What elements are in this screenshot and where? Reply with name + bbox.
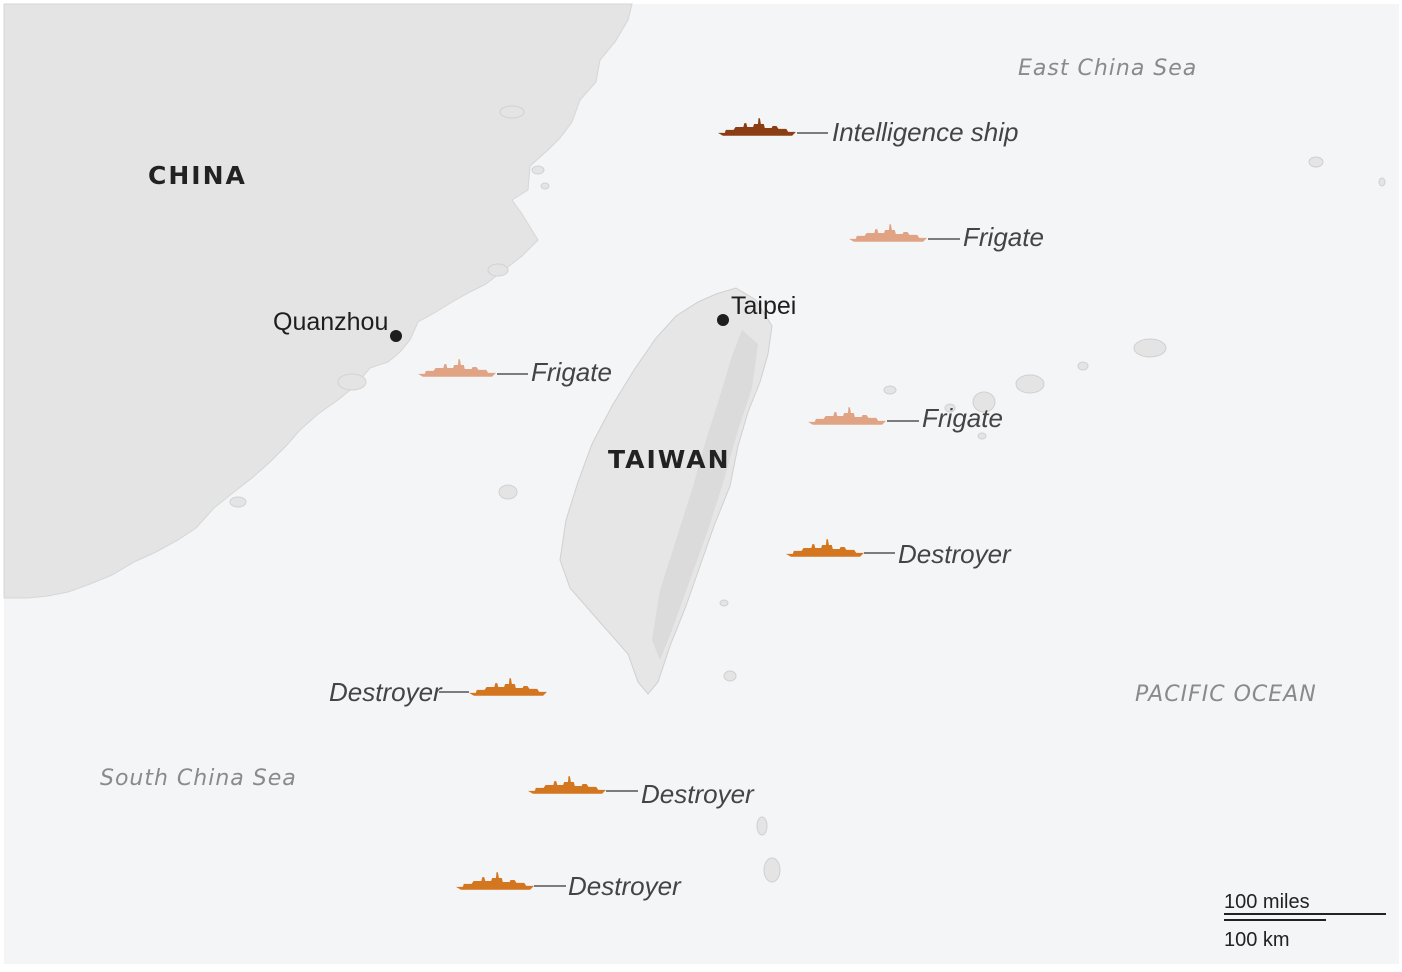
frigate-east-label: Frigate	[922, 403, 1003, 433]
destroyer-southwest	[439, 678, 547, 696]
destroyer-far-south-label: Destroyer	[568, 871, 681, 901]
south-china-sea-label: South China Sea	[100, 766, 297, 791]
china-label: CHINA	[148, 161, 247, 190]
scale-bar	[1224, 913, 1386, 921]
scale-km-label: 100 km	[1224, 929, 1290, 951]
scale-miles-label: 100 miles	[1224, 891, 1310, 913]
intelligence-ship-label: Intelligence ship	[832, 117, 1019, 147]
destroyer-east-label: Destroyer	[898, 539, 1011, 569]
destroyer-south	[528, 776, 638, 794]
islands	[719, 156, 1386, 883]
china-coastal-islands	[229, 105, 550, 508]
destroyer-east	[786, 539, 895, 557]
frigate-east	[808, 407, 919, 425]
taiwan-mountains	[652, 330, 758, 660]
taiwan-landmass	[559, 287, 773, 695]
quanzhou-label: Quanzhou	[273, 308, 389, 336]
intelligence-ship	[718, 118, 828, 136]
taipei-label: Taipei	[731, 292, 797, 320]
destroyer-south-label: Destroyer	[641, 779, 754, 809]
taiwan-label: TAIWAN	[608, 445, 731, 474]
quanzhou-dot	[390, 330, 402, 342]
destroyer-southwest-label: Destroyer	[329, 677, 442, 707]
china-landmass	[3, 3, 633, 599]
destroyer-far-south	[456, 872, 566, 890]
east-china-sea-label: East China Sea	[1018, 56, 1198, 81]
frigate-west-label: Frigate	[531, 357, 612, 387]
pacific-ocean-label: PACIFIC OCEAN	[1135, 682, 1317, 707]
taipei-dot	[717, 314, 729, 326]
frigate-north	[849, 224, 960, 242]
frigate-north-label: Frigate	[963, 222, 1044, 252]
frigate-west	[418, 359, 528, 377]
